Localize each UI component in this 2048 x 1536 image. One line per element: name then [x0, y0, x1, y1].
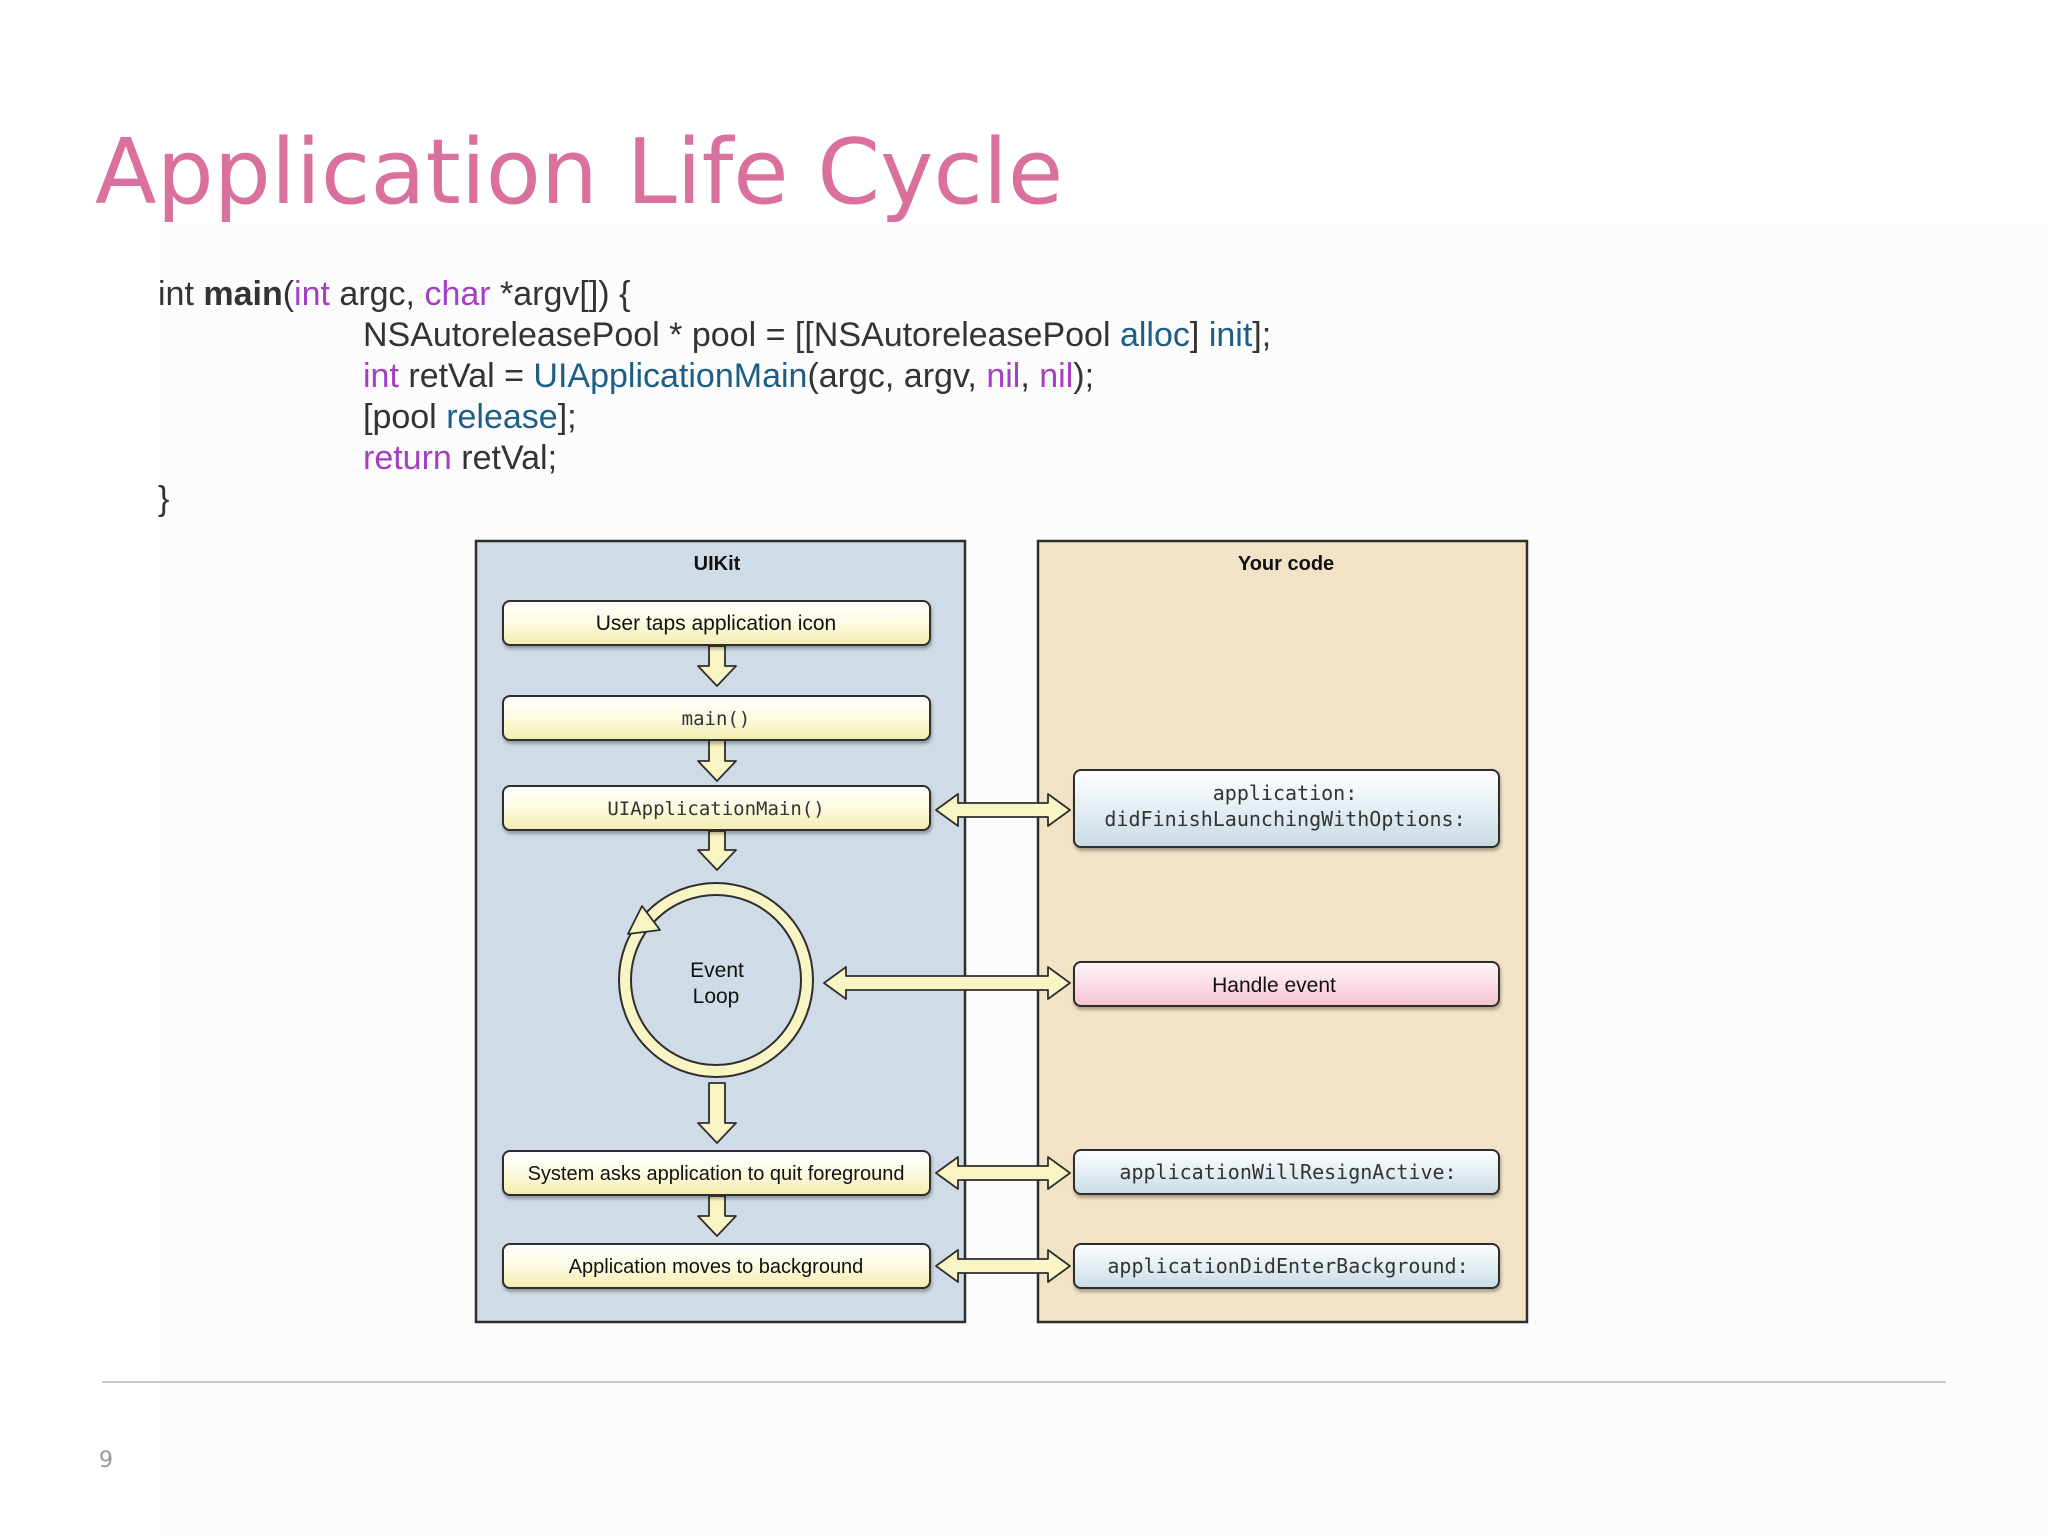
arrow-down-5: [697, 1195, 737, 1237]
step-main-label: main(): [682, 708, 751, 730]
code-token: argc,: [329, 275, 425, 313]
code-token: ]: [1189, 316, 1209, 354]
event-loop-label-1: Event: [690, 959, 744, 982]
code-token: int: [294, 275, 330, 313]
code-token: retVal;: [451, 439, 558, 477]
code-token: ,: [1020, 357, 1040, 395]
code-token: ];: [1252, 316, 1272, 354]
code-token: (argc, argv,: [807, 357, 987, 395]
slide-title: Application Life Cycle: [95, 120, 1064, 225]
code-token: int: [158, 275, 204, 313]
step-quit-foreground-label: System asks application to quit foregrou…: [528, 1163, 905, 1185]
code-token: return: [363, 439, 452, 477]
code-line-2: NSAutoreleasePool * pool = [[NSAutorelea…: [158, 315, 1271, 356]
code-token: release: [446, 398, 558, 436]
arrow-down-3: [697, 830, 737, 871]
code-token: main: [203, 275, 283, 313]
step-user-taps-label: User taps application icon: [596, 612, 836, 635]
code-token: [pool: [363, 398, 447, 436]
callback-did-enter-background: applicationDidEnterBackground:: [1073, 1243, 1500, 1289]
code-token: *argv[]) {: [490, 275, 631, 313]
callback-did-finish-line1: application:: [1213, 781, 1358, 805]
code-line-3: int retVal = UIApplicationMain(argc, arg…: [158, 356, 1271, 397]
step-moves-background-label: Application moves to background: [569, 1256, 864, 1278]
callback-did-finish-launching: application: didFinishLaunchingWithOptio…: [1073, 769, 1500, 848]
double-arrow-event: [823, 966, 1071, 1000]
code-token: char: [424, 275, 491, 313]
code-token: UIApplicationMain: [533, 357, 808, 395]
code-token: NSAutoreleasePool * pool = [[NSAutorelea…: [363, 316, 1120, 354]
code-token: nil: [1039, 357, 1074, 395]
arrow-down-4: [697, 1082, 737, 1144]
step-quit-foreground: System asks application to quit foregrou…: [502, 1150, 931, 1196]
code-token: init: [1208, 316, 1253, 354]
code-token: alloc: [1119, 316, 1190, 354]
arrow-down-2: [697, 739, 737, 782]
handle-event-box: Handle event: [1073, 961, 1500, 1007]
step-main: main(): [502, 695, 931, 741]
callback-did-finish-line2: didFinishLaunchingWithOptions:: [1104, 807, 1465, 831]
code-line-6: }: [158, 479, 1271, 520]
step-uiapplicationmain: UIApplicationMain(): [502, 785, 931, 831]
code-line-1: int main(int argc, char *argv[]) {: [158, 274, 1271, 315]
callback-will-resign-active: applicationWillResignActive:: [1073, 1149, 1500, 1195]
yourcode-label: Your code: [1238, 553, 1334, 575]
code-token: );: [1073, 357, 1095, 395]
code-token: int: [363, 357, 399, 395]
event-loop-label-2: Loop: [693, 985, 740, 1008]
step-user-taps: User taps application icon: [502, 600, 931, 646]
page-number: 9: [99, 1448, 113, 1473]
event-loop-arrowhead: [627, 905, 661, 935]
uikit-label: UIKit: [694, 553, 741, 575]
double-arrow-launch: [935, 793, 1071, 827]
code-block: int main(int argc, char *argv[]) { NSAut…: [158, 274, 1271, 520]
step-moves-background: Application moves to background: [502, 1243, 931, 1289]
code-token: retVal =: [398, 357, 534, 395]
code-line-5: return retVal;: [158, 438, 1271, 479]
code-token: nil: [986, 357, 1021, 395]
yourcode-panel: [1036, 539, 1529, 1324]
code-token: ];: [557, 398, 577, 436]
step-uiapplicationmain-label: UIApplicationMain(): [607, 798, 824, 820]
callback-will-resign-label: applicationWillResignActive:: [1119, 1160, 1456, 1184]
code-token: }: [158, 480, 170, 518]
footer-divider: [102, 1381, 1946, 1383]
event-loop: Event Loop: [618, 882, 814, 1078]
handle-event-label: Handle event: [1212, 974, 1336, 997]
code-token: (: [282, 275, 295, 313]
callback-did-enter-background-label: applicationDidEnterBackground:: [1107, 1254, 1468, 1278]
arrow-down-1: [697, 645, 737, 687]
double-arrow-background: [935, 1249, 1071, 1283]
double-arrow-resign: [935, 1156, 1071, 1190]
code-line-4: [pool release];: [158, 397, 1271, 438]
